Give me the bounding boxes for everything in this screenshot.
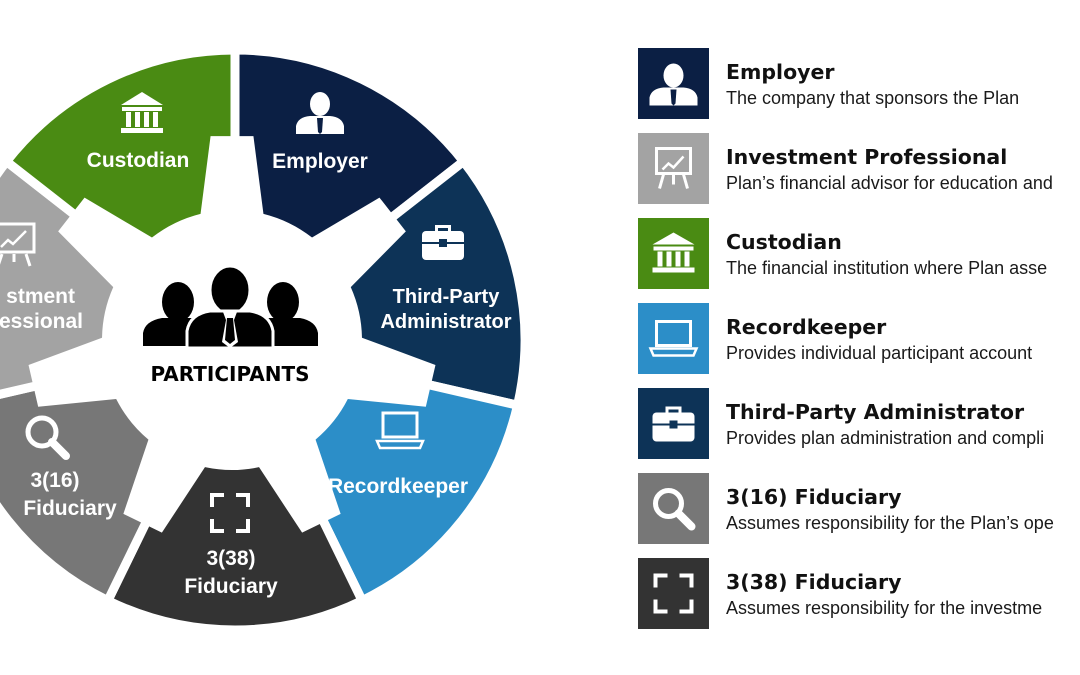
legend-swatch-investment	[638, 133, 709, 204]
laptop-icon	[648, 320, 699, 357]
legend-item-fiduciary-338: 3(38) Fiduciary Assumes responsibility f…	[638, 558, 1080, 630]
f316-label-line2: Fiduciary	[23, 497, 117, 520]
recordkeeper-label: Recordkeeper	[328, 475, 468, 498]
presentation-chart-icon	[655, 147, 692, 189]
legend-title: Third-Party Administrator	[726, 400, 1025, 424]
custodian-label: Custodian	[87, 149, 190, 172]
legend-desc: The financial institution where Plan ass…	[726, 258, 1048, 278]
legend-swatch-f338	[638, 558, 709, 629]
legend-item-fiduciary-316: 3(16) Fiduciary Assumes responsibility f…	[638, 473, 1080, 545]
presentation-chart-icon	[0, 222, 36, 267]
bank-icon	[121, 92, 163, 133]
legend-desc: Assumes responsibility for the investme	[726, 598, 1043, 618]
investment-label-line2: essional	[0, 310, 83, 333]
person-icon	[296, 92, 344, 134]
laptop-icon	[375, 411, 425, 450]
participants-icon	[143, 264, 318, 350]
focus-frame-icon	[210, 493, 250, 533]
focus-frame-icon	[653, 573, 694, 614]
legend-item-third-party-administrator: Third-Party Administrator Provides plan …	[638, 388, 1080, 460]
center-label: PARTICIPANTS	[150, 362, 309, 386]
magnifier-icon	[25, 415, 70, 460]
legend-desc: Provides plan administration and compli	[726, 428, 1045, 448]
legend-desc: Provides individual participant account	[726, 343, 1033, 363]
investment-label-line1: stment	[6, 285, 75, 308]
legend: Employer The company that sponsors the P…	[638, 0, 1080, 675]
legend-title: Investment Professional	[726, 145, 1008, 169]
legend-swatch-f316	[638, 473, 709, 544]
person-icon	[649, 63, 698, 106]
f338-label-line2: Fiduciary	[184, 575, 278, 598]
magnifier-icon	[653, 488, 696, 531]
f316-label-line1: 3(16)	[30, 469, 79, 492]
legend-item-investment-professional: Investment Professional Plan’s financial…	[638, 133, 1080, 205]
employer-label: Employer	[272, 150, 368, 173]
tpa-label-line1: Third-Party	[393, 286, 501, 308]
briefcase-icon	[422, 225, 464, 260]
legend-desc: Plan’s financial advisor for education a…	[726, 173, 1053, 193]
legend-title: Recordkeeper	[726, 315, 887, 339]
legend-swatch-recordkeeper	[638, 303, 709, 374]
legend-swatch-tpa	[638, 388, 709, 459]
legend-item-employer: Employer The company that sponsors the P…	[638, 48, 1080, 120]
legend-swatch-custodian	[638, 218, 709, 289]
legend-title: 3(38) Fiduciary	[726, 570, 902, 594]
legend-desc: The company that sponsors the Plan	[726, 88, 1020, 108]
f338-label-line1: 3(38)	[206, 547, 255, 570]
legend-desc: Assumes responsibility for the Plan’s op…	[726, 513, 1054, 533]
briefcase-icon	[652, 406, 695, 442]
legend-swatch-employer	[638, 48, 709, 119]
legend-item-recordkeeper: Recordkeeper Provides individual partici…	[638, 303, 1080, 375]
legend-item-custodian: Custodian The financial institution wher…	[638, 218, 1080, 290]
roles-wheel: PARTICIPANTS Employer Custodian Third-Pa…	[0, 50, 525, 630]
legend-title: Custodian	[726, 230, 842, 254]
legend-title: 3(16) Fiduciary	[726, 485, 902, 509]
bank-icon	[652, 232, 695, 273]
legend-title: Employer	[726, 60, 835, 84]
tpa-label-line2: Administrator	[380, 311, 511, 333]
